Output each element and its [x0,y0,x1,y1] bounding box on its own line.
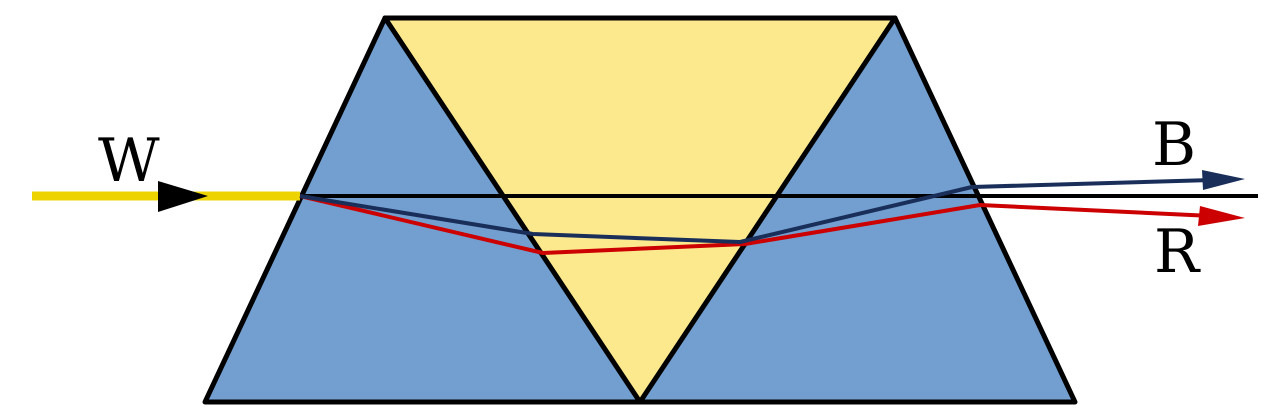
blue-ray-label: B [1152,110,1196,180]
white-light-label: W [98,126,160,196]
red-ray-label: R [1154,217,1201,287]
prism-outline [202,15,1078,405]
blue-ray-arrowhead [1202,170,1245,190]
blue-ray-path [299,178,1213,244]
red-ray-path [299,194,1213,255]
white-light-arrowhead [158,181,208,212]
red-ray-arrowhead [1198,206,1245,226]
